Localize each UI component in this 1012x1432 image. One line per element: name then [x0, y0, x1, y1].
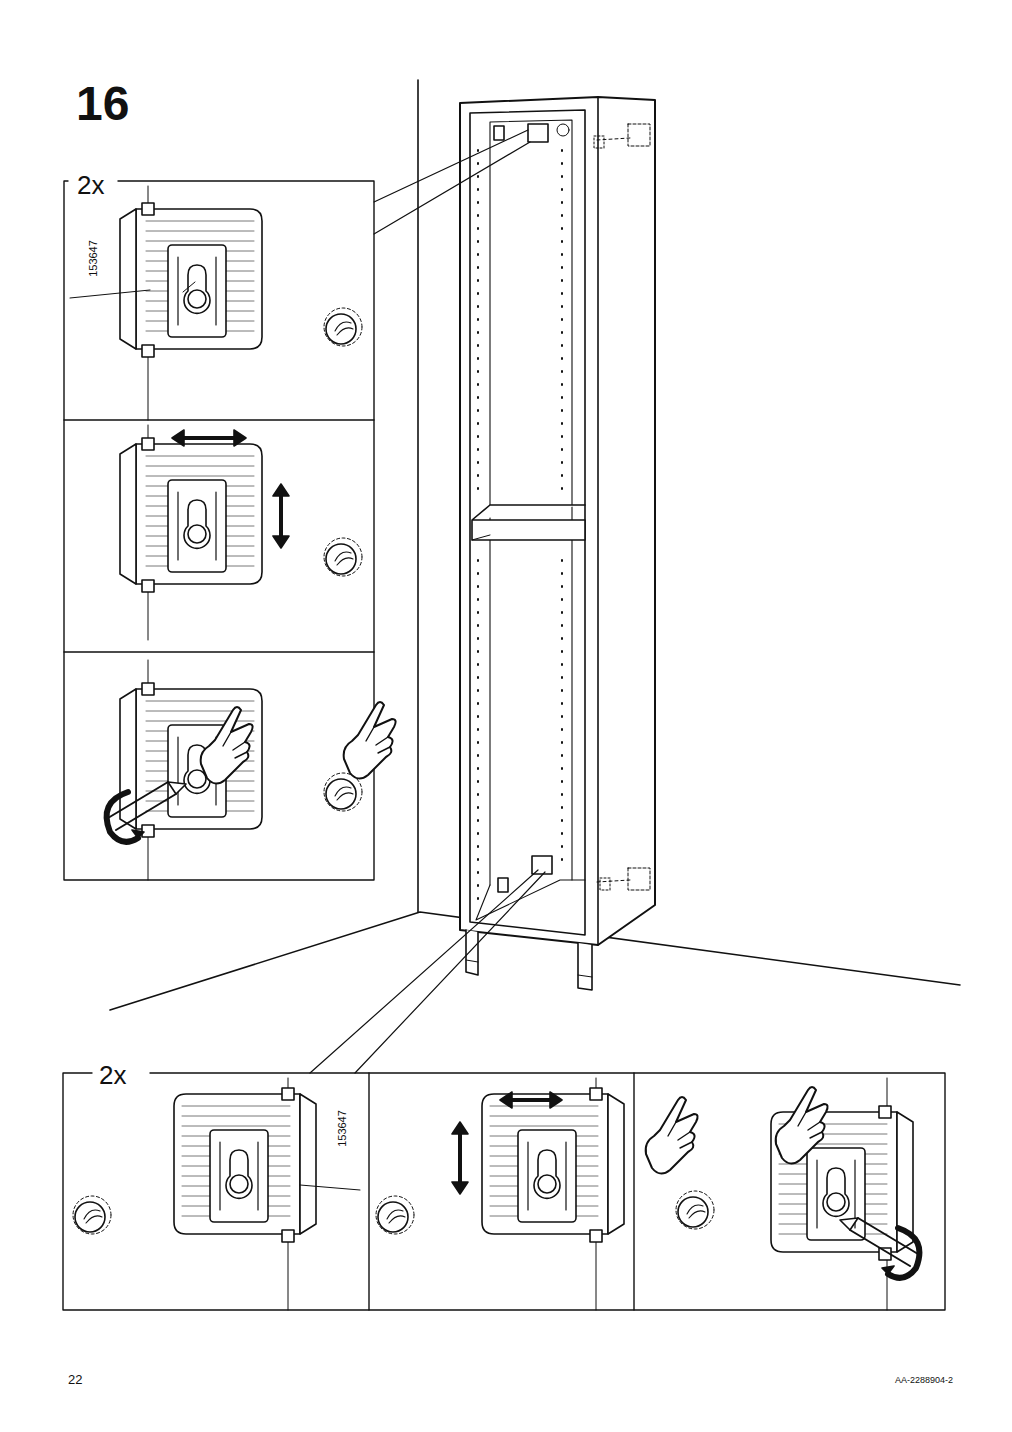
- page-number: 22: [68, 1373, 82, 1386]
- step-number: 16: [76, 80, 129, 128]
- quantity-label: 2x: [96, 1062, 129, 1088]
- quantity-label: 2x: [74, 172, 107, 198]
- part-number: 153647: [337, 1110, 348, 1147]
- part-number: 153647: [88, 240, 99, 277]
- document-code: AA-2288904-2: [895, 1376, 953, 1385]
